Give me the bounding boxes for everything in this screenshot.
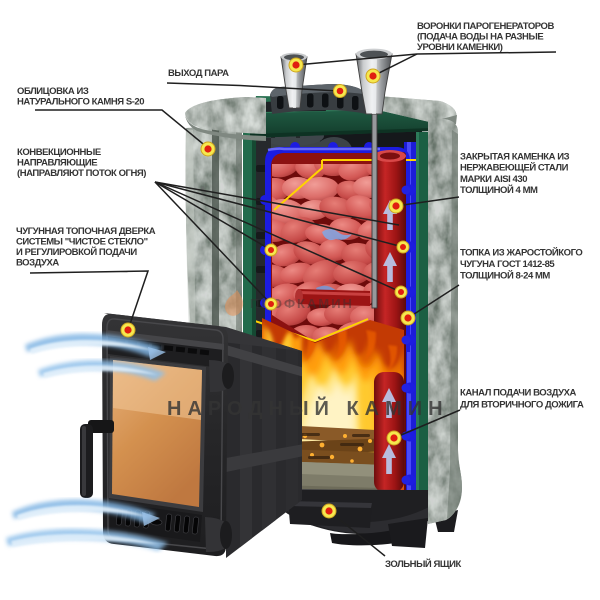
- svg-text:ВОРОНКИ ПАРОГЕНЕРАТОРОВ(ПОДАЧА: ВОРОНКИ ПАРОГЕНЕРАТОРОВ(ПОДАЧА ВОДЫ НА Р…: [417, 21, 554, 53]
- svg-text:ВЫХОД ПАРА: ВЫХОД ПАРА: [168, 68, 229, 79]
- svg-text:ЗОЛЬНЫЙ ЯЩИК: ЗОЛЬНЫЙ ЯЩИК: [385, 558, 461, 570]
- svg-text:НАРОДНЫЙ КАМИН: НАРОДНЫЙ КАМИН: [167, 396, 449, 420]
